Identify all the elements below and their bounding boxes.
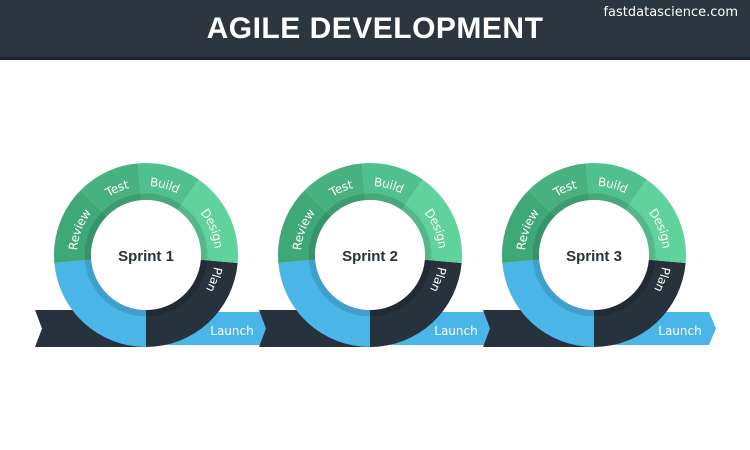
test-segment	[528, 163, 590, 217]
test-segment	[304, 163, 366, 217]
review-segment	[53, 189, 108, 264]
blue-segment	[54, 259, 147, 347]
plan-segment	[594, 259, 686, 347]
sprint-label: Sprint 1	[118, 248, 174, 265]
test-segment	[80, 163, 142, 217]
design-segment	[401, 179, 463, 264]
plan-segment	[146, 259, 238, 347]
launch-label: Launch	[658, 324, 701, 338]
review-segment	[502, 189, 556, 264]
blue-segment	[502, 259, 594, 347]
sprint-center	[315, 200, 425, 310]
sprint-label: Sprint 3	[566, 248, 622, 265]
launch-label: Launch	[210, 324, 253, 338]
header-bar: AGILE DEVELOPMENT fastdatascience.com	[0, 0, 750, 60]
sprint-label: Sprint 2	[342, 248, 398, 265]
sprint-center	[539, 200, 649, 310]
build-segment	[585, 162, 647, 210]
inner-shadow-ring	[308, 193, 432, 317]
design-segment	[625, 179, 686, 264]
blue-segment	[278, 259, 370, 347]
inner-shadow-ring	[532, 193, 656, 317]
sprint-center	[91, 200, 201, 310]
build-segment	[137, 163, 199, 210]
site-credit: fastdatascience.com	[603, 5, 738, 20]
review-segment	[278, 189, 332, 264]
design-segment	[177, 179, 239, 264]
plan-segment	[370, 259, 462, 347]
build-segment	[361, 162, 423, 210]
inner-shadow-ring	[84, 193, 208, 317]
page-title: AGILE DEVELOPMENT	[206, 12, 544, 45]
launch-label: Launch	[434, 324, 477, 338]
